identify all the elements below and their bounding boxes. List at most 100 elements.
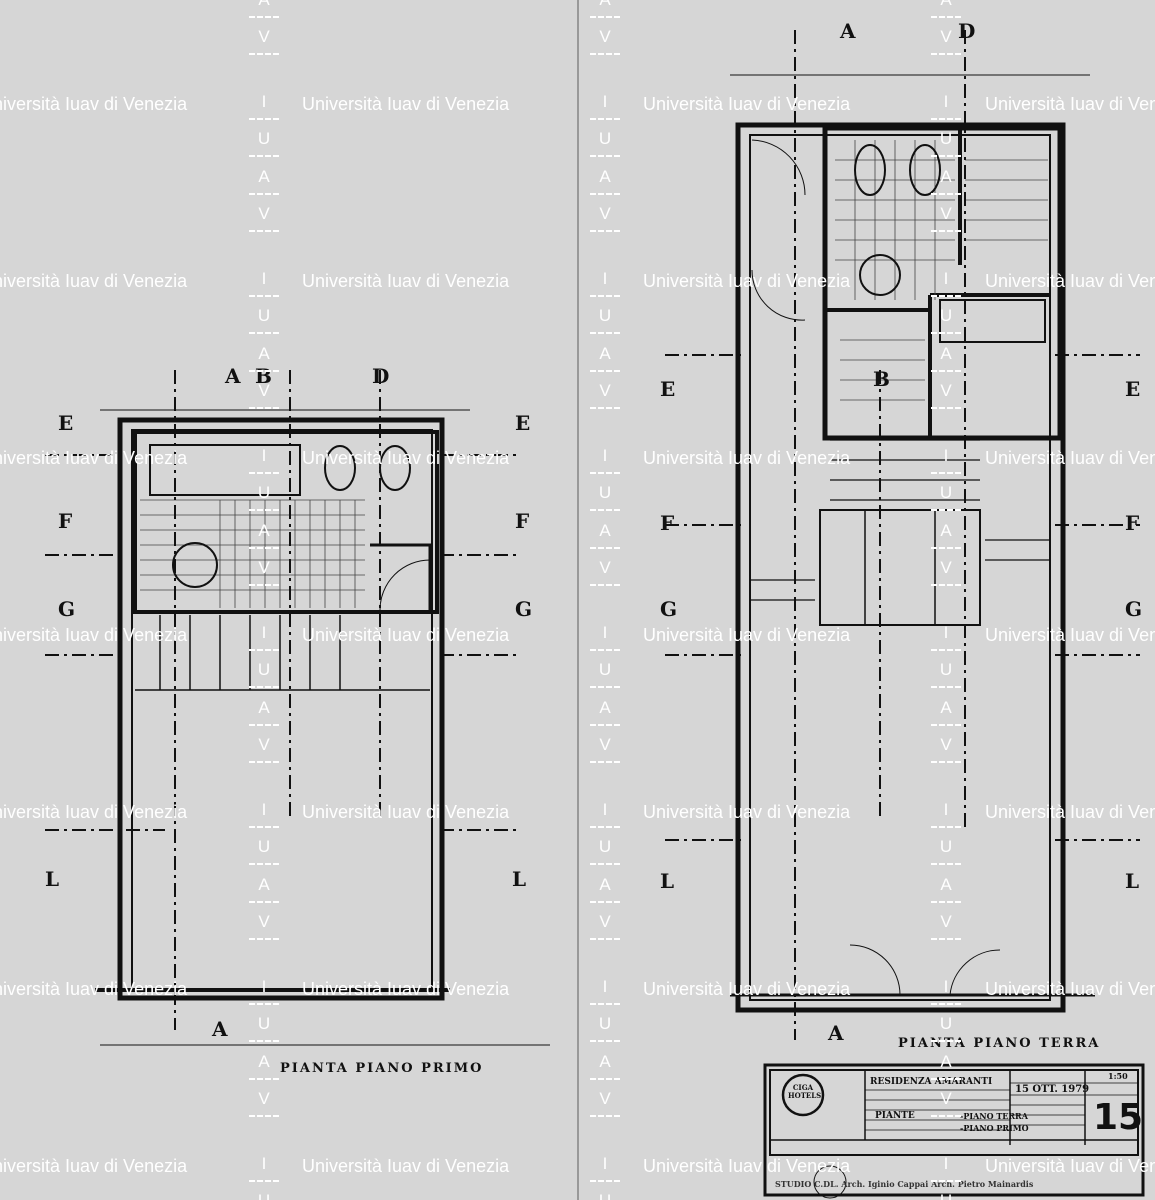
watermark-dash (590, 370, 620, 372)
watermark-letter: U (939, 837, 953, 856)
watermark-dash (931, 547, 961, 549)
watermark-letter: U (598, 837, 612, 856)
section-label-g: G (1125, 597, 1143, 621)
watermark-letter: V (940, 735, 952, 754)
watermark-letter: I (261, 623, 267, 642)
watermark-letter: A (940, 344, 952, 363)
watermark-text: Università Iuav di Venezia (985, 802, 1155, 822)
watermark-letter: A (595, 0, 615, 9)
watermark-dash (931, 1180, 961, 1182)
tile-grid (835, 140, 1048, 401)
ground-floor-title: PIANTA PIANO TERRA (898, 1036, 1101, 1051)
watermark-text: Università Iuav di Venezia (643, 802, 851, 822)
watermark-letter: U (939, 306, 953, 325)
watermark-letter: U (939, 483, 953, 502)
watermark-dash (590, 1115, 620, 1117)
watermark-letter: I (261, 800, 267, 819)
watermark-letter: A (599, 344, 611, 363)
watermark-letter: V (599, 735, 611, 754)
watermark-dash (249, 193, 279, 195)
watermark-letter: V (940, 27, 952, 46)
watermark-dash (249, 1078, 279, 1080)
washbasin (859, 254, 901, 296)
watermark-dash (590, 863, 620, 865)
watermark-text: Università Iuav di Venezia (302, 94, 510, 114)
watermark-dash (249, 370, 279, 372)
watermark-dash (249, 938, 279, 940)
watermark-letter: U (598, 483, 612, 502)
watermark-text: Università Iuav di Venezia (302, 271, 510, 291)
watermark-dash (931, 724, 961, 726)
watermark-dash (931, 1003, 961, 1005)
watermark-dash (249, 155, 279, 157)
watermark-dash (590, 16, 620, 18)
ground-floor-outer-wall (735, 122, 1066, 1013)
watermark-letter: I (943, 446, 949, 465)
watermark-letter: V (258, 558, 270, 577)
watermark-text: Università Iuav di Venezia (985, 271, 1155, 291)
section-label-d: D (958, 19, 976, 43)
drawing-date: 15 OTT. 1979 (1015, 1084, 1090, 1095)
section-label-g: G (515, 597, 533, 621)
watermark-dash (931, 938, 961, 940)
watermark-text: Università Iuav di Venezia (985, 448, 1155, 468)
watermark-text: Università Iuav di Venezia (302, 979, 510, 999)
watermark-dash (590, 584, 620, 586)
bidet (379, 445, 411, 491)
title-block-frame (763, 1063, 1145, 1199)
watermark-letter: V (258, 912, 270, 931)
watermark-letter: A (599, 167, 611, 186)
watermark-letter: A (254, 0, 274, 9)
watermark-letter: V (258, 204, 270, 223)
watermark-letter: U (257, 129, 271, 148)
watermark-dash (590, 649, 620, 651)
watermark-dash (931, 295, 961, 297)
ground-floor-plan (665, 30, 1140, 1040)
watermark-letter: I (943, 623, 949, 642)
watermark-dash (249, 761, 279, 763)
watermark-dash (590, 193, 620, 195)
watermark-letter: U (257, 837, 271, 856)
sheet-number: 15 (1093, 1097, 1144, 1138)
watermark-dash (931, 584, 961, 586)
watermark-letter: A (936, 0, 956, 9)
watermark-letter: V (258, 735, 270, 754)
watermark-dash (931, 863, 961, 865)
watermark-text: Università Iuav di Venezia (643, 625, 851, 645)
first-floor-plan (45, 370, 550, 1046)
watermark-dash (931, 826, 961, 828)
watermark-dash (249, 472, 279, 474)
watermark-dash (590, 230, 620, 232)
bidet (909, 144, 941, 196)
watermark-letter: V (599, 1089, 611, 1108)
watermark-dash (931, 901, 961, 903)
watermark-text: Università Iuav di Venezia (643, 94, 851, 114)
watermark-dash (590, 407, 620, 409)
watermark-dash (590, 901, 620, 903)
watermark-letter: V (940, 912, 952, 931)
tile-grid (140, 499, 365, 608)
section-label-l: L (512, 867, 527, 891)
watermark-dash (931, 649, 961, 651)
kitchen-sink (939, 299, 1046, 343)
watermark-letter: A (258, 1052, 270, 1071)
watermark-letter: I (602, 446, 608, 465)
section-label-f: F (1125, 511, 1140, 535)
service-core (822, 125, 1063, 441)
watermark-letter: V (258, 381, 270, 400)
watermark-text: Università Iuav di Venezia (0, 94, 188, 114)
section-label-d: D (372, 364, 390, 388)
section-label-g: G (58, 597, 76, 621)
watermark-letter: I (602, 269, 608, 288)
watermark-letter: A (258, 344, 270, 363)
watermark-letter: I (943, 977, 949, 996)
watermark-dash (590, 761, 620, 763)
watermark-letter: U (598, 129, 612, 148)
watermark-dash (931, 230, 961, 232)
watermark-text: Università Iuav di Venezia (0, 1156, 188, 1176)
project-name: RESIDENZA AMARANTI (870, 1077, 993, 1087)
watermark-dash (249, 1115, 279, 1117)
watermark-dash (590, 53, 620, 55)
watermark-text: Università Iuav di Venezia (643, 979, 851, 999)
bathtub (149, 444, 301, 496)
